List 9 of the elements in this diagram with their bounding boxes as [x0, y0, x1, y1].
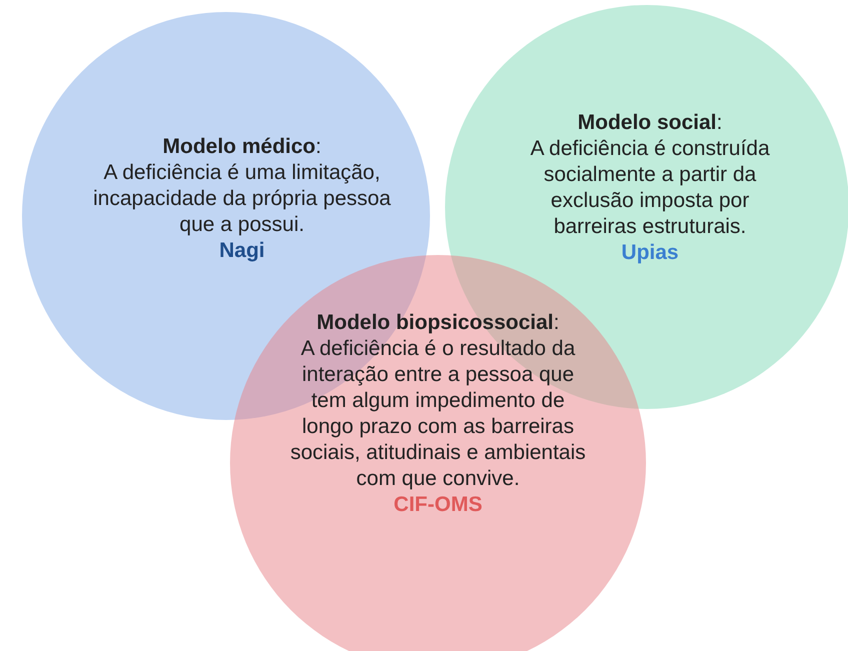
author-name: CIF-OMS	[394, 492, 482, 518]
description: A deficiência é o resultado da interação entre a pessoa que tem algum impedimento de longo prazo com as barreiras sociais, atitudinais e ambientais com que convive.	[289, 336, 587, 492]
author-name: Upias	[621, 240, 679, 266]
author-name: Nagi	[219, 238, 265, 264]
heading: Modelo social:	[578, 110, 722, 136]
heading: Modelo médico:	[162, 134, 322, 160]
description: A deficiência é construída socialmente a partir da exclusão imposta por barreiras estruturais.	[529, 136, 771, 240]
description: A deficiência é uma limitação, incapacidade da própria pessoa que a possui.	[92, 160, 392, 238]
heading: Modelo biopsicossocial:	[316, 310, 560, 336]
